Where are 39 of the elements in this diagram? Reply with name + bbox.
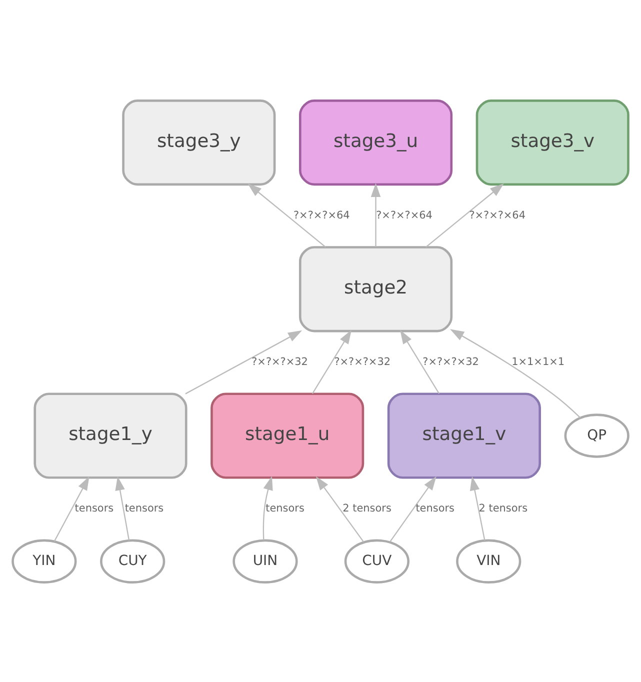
arrow bbox=[248, 182, 326, 247]
node-box: stage1_u bbox=[210, 392, 364, 478]
node-box: stage2 bbox=[298, 246, 453, 332]
edge-label: ?×?×?×32 bbox=[422, 356, 479, 368]
node-ellipse: VIN bbox=[456, 538, 522, 583]
edge-label: tensors bbox=[416, 502, 455, 514]
arrow bbox=[262, 476, 273, 540]
node-ellipse: CUY bbox=[100, 538, 166, 583]
node-box: stage1_v bbox=[387, 392, 541, 478]
arrow bbox=[370, 182, 381, 247]
arrow bbox=[400, 329, 440, 394]
edge-label: ?×?×?×32 bbox=[334, 356, 391, 368]
edge-label: tensors bbox=[124, 502, 164, 514]
node-box: stage3_y bbox=[122, 99, 276, 186]
edge-label: tensors bbox=[266, 502, 304, 514]
edge-label: 1×1×1×1 bbox=[512, 356, 565, 368]
node-ellipse: UIN bbox=[232, 538, 298, 583]
arrow bbox=[316, 476, 364, 542]
node-ellipse: QP bbox=[564, 413, 630, 458]
edge-label: ?×?×?×64 bbox=[376, 208, 432, 221]
edge-label: ?×?×?×32 bbox=[252, 356, 308, 368]
node-ellipse: YIN bbox=[12, 538, 77, 583]
arrow bbox=[185, 330, 302, 394]
node-box: stage3_u bbox=[298, 99, 453, 186]
edge-label: 2 tensors bbox=[478, 502, 528, 514]
arrow bbox=[450, 328, 581, 418]
arrow bbox=[470, 476, 486, 540]
node-box: stage3_v bbox=[476, 99, 630, 186]
node-box: stage1_y bbox=[34, 392, 188, 478]
arrow bbox=[312, 329, 352, 394]
arrow bbox=[54, 476, 90, 542]
arrow bbox=[426, 182, 504, 247]
edge-label: tensors bbox=[74, 502, 114, 514]
node-ellipse: CUV bbox=[344, 538, 410, 583]
edge-label: ?×?×?×64 bbox=[469, 208, 526, 221]
edge-label: 2 tensors bbox=[342, 502, 392, 514]
arrow bbox=[389, 476, 436, 542]
arrow bbox=[115, 476, 130, 540]
edge-label: ?×?×?×64 bbox=[294, 208, 350, 221]
